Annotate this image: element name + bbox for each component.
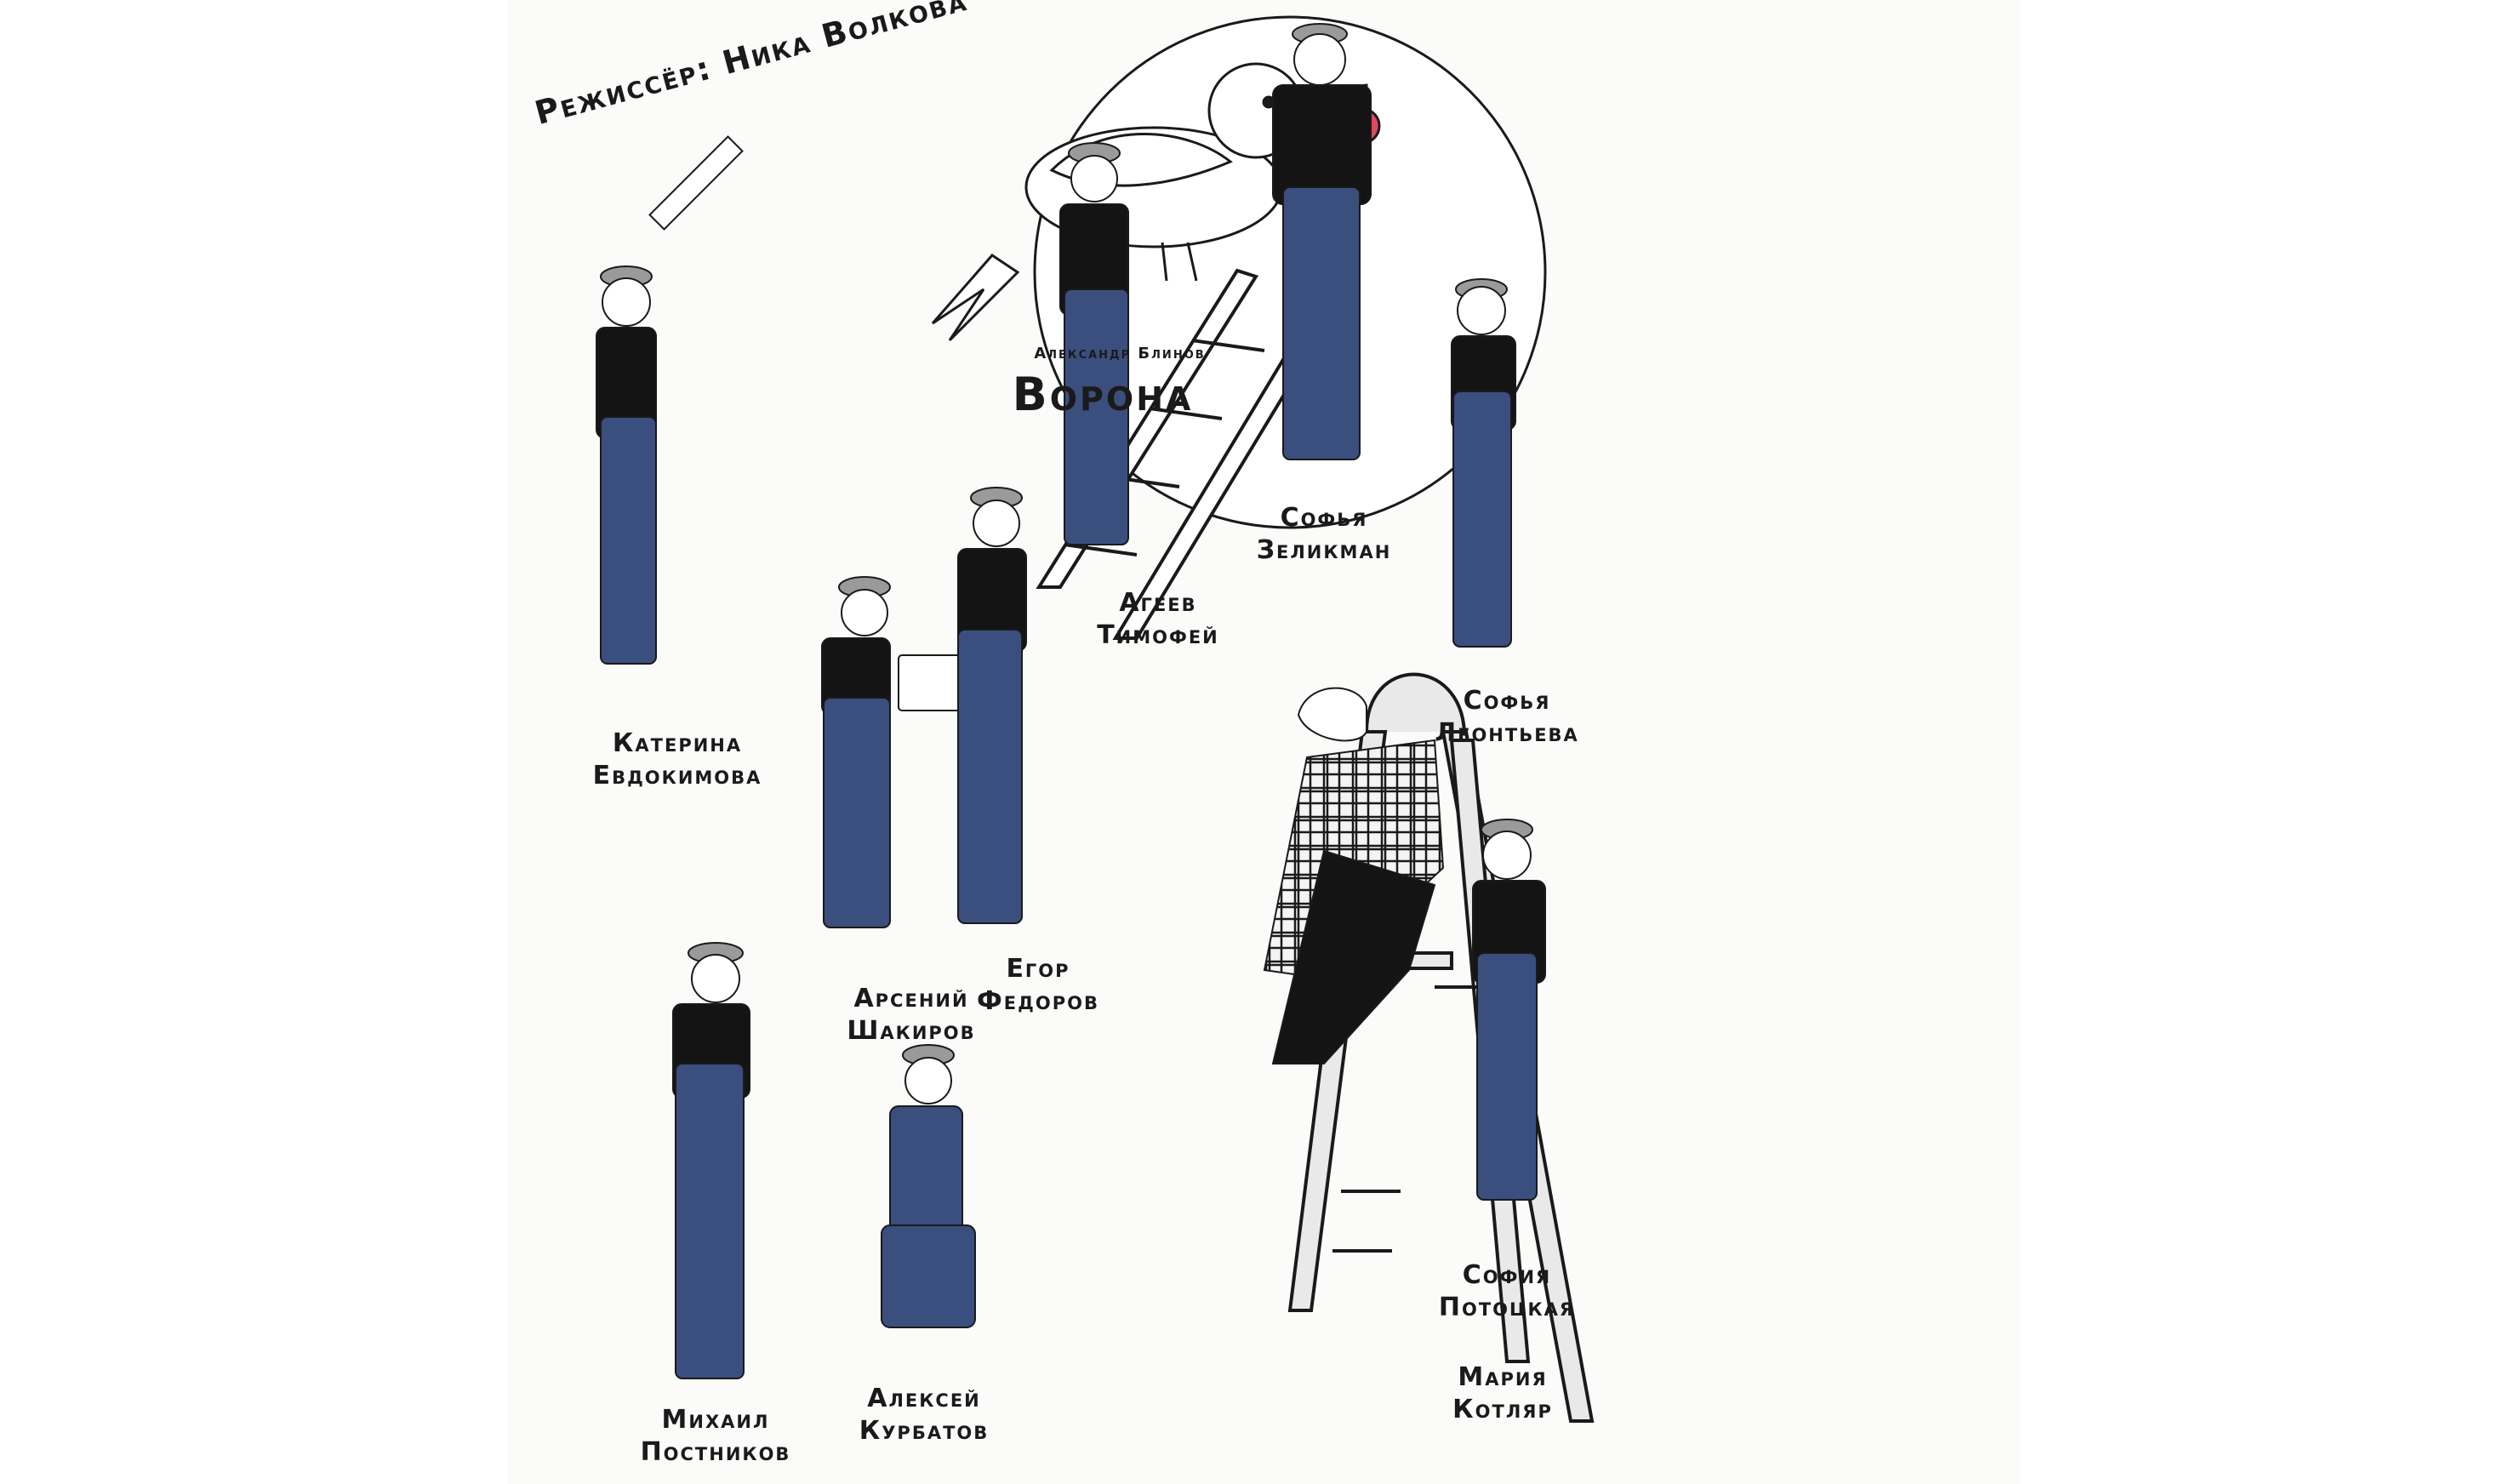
figure-katerina — [596, 265, 657, 665]
figure-aleksey — [881, 1044, 976, 1328]
cast-name-sofya-leontieva: Софья Леонтьева — [1362, 685, 1652, 749]
first-name: Арсений — [853, 984, 969, 1013]
cast-name-egor-fedorov: Егор Федоров — [893, 953, 1183, 1017]
last-name: Леонтьева — [1435, 717, 1579, 748]
figure-sofya-zelikman — [1272, 23, 1372, 460]
first-name: Софья — [1463, 686, 1551, 716]
cast-name-arseny-shakirov: Арсений Шакиров — [767, 983, 1056, 1047]
first-name: Мария — [1458, 1362, 1548, 1392]
last-name: Евдокимова — [592, 760, 762, 791]
last-name: Шакиров — [847, 1015, 976, 1046]
last-name: Постников — [640, 1436, 791, 1467]
last-name: Котляр — [1452, 1394, 1553, 1424]
poster-illustration — [596, 15, 1595, 1423]
poster: Режиссёр: Ника Волкова Александр Блинов … — [507, 0, 2020, 1484]
figure-arseny — [821, 576, 980, 928]
figure-maria — [1263, 687, 1445, 1064]
cast-name-aleksey-kurbatov: Алексей Курбатов — [779, 1383, 1069, 1447]
last-name: Курбатов — [859, 1415, 990, 1446]
first-name: Катерина — [612, 728, 743, 758]
play-title: Ворона — [1012, 368, 1194, 421]
last-name: Тимофей — [1097, 619, 1219, 650]
first-name: Агеев — [1119, 588, 1197, 618]
figure-sofia-pototskaya — [1472, 819, 1546, 1201]
first-name: Алексей — [867, 1384, 981, 1413]
figure-timofey — [648, 135, 1129, 545]
cast-name-ageev-timofey: Агеев Тимофей — [1013, 587, 1303, 651]
cast-name-sofia-pototskaya: София Потоцкая — [1362, 1259, 1652, 1323]
cast-name-maria-kotlyar: Мария Котляр — [1358, 1361, 1647, 1425]
figure-sofya-leontieva — [1451, 278, 1516, 648]
last-name: Зеликман — [1256, 534, 1392, 565]
first-name: София — [1462, 1260, 1552, 1290]
figure-egor — [957, 487, 1027, 924]
last-name: Потоцкая — [1438, 1292, 1576, 1322]
play-author: Александр Блинов — [1034, 345, 1206, 362]
cast-name-mikhail-postnikov: Михаил Постников — [571, 1404, 860, 1468]
first-name: Софья — [1280, 503, 1368, 533]
cast-name-sofya-zelikman: Софья Зеликман — [1179, 502, 1469, 566]
first-name: Михаил — [661, 1405, 770, 1435]
last-name: Федоров — [977, 985, 1099, 1016]
cast-name-katerina-evdokimova: Катерина Евдокимова — [533, 728, 822, 791]
first-name: Егор — [1006, 954, 1070, 984]
figure-mikhail — [672, 942, 750, 1379]
